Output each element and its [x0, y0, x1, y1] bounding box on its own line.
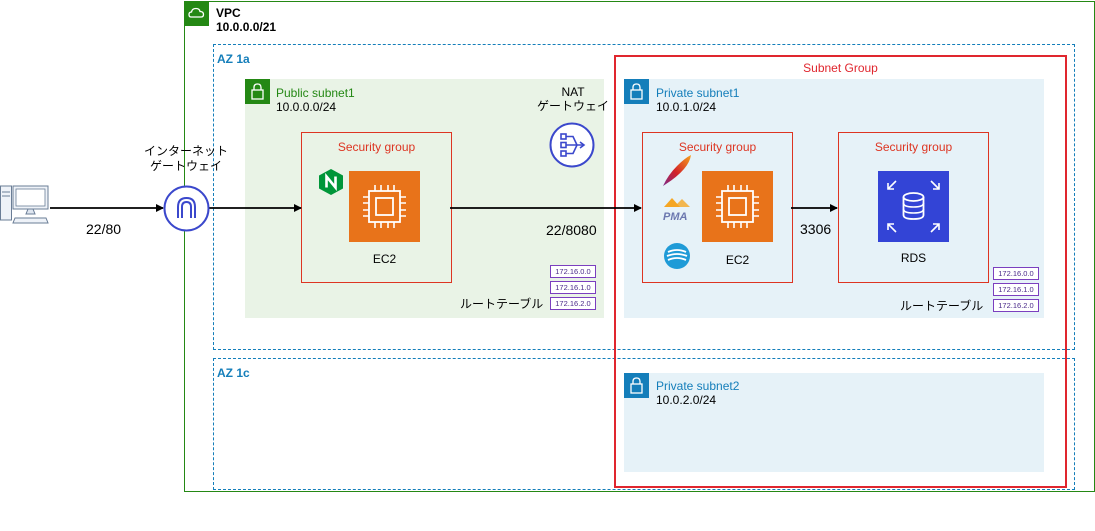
public-subnet-name: Public subnet1	[276, 86, 355, 100]
ec2-private-label: EC2	[725, 253, 750, 267]
route-entry: 172.16.2.0	[993, 299, 1039, 312]
route-entry: 172.16.0.0	[550, 265, 596, 278]
public-subnet-cidr: 10.0.0.0/24	[276, 100, 337, 114]
private-subnet-1-title: Private subnet1 10.0.1.0/24	[656, 86, 739, 114]
apache-feather-icon	[660, 153, 694, 192]
private-subnet-2	[624, 373, 1044, 472]
route-entry: 172.16.1.0	[993, 283, 1039, 296]
route-table-public-label: ルートテーブル	[460, 297, 544, 311]
vpc-name: VPC	[216, 6, 241, 20]
public-subnet-lock-icon	[245, 79, 270, 104]
client-computer-icon	[0, 183, 52, 234]
subnet-group-label: Subnet Group	[803, 61, 878, 75]
port-label-client: 22/80	[86, 221, 122, 237]
ec2-public-label: EC2	[372, 252, 397, 266]
private-subnet-1-lock-icon	[624, 79, 649, 104]
nat-gateway-icon	[549, 122, 595, 173]
public-subnet-title: Public subnet1 10.0.0.0/24	[276, 86, 355, 114]
private-subnet-2-name: Private subnet2	[656, 379, 740, 393]
internet-gateway-label: インターネット ゲートウェイ	[130, 144, 242, 174]
route-table-private: 172.16.0.0 172.16.1.0 172.16.2.0	[993, 267, 1039, 312]
internet-gateway-icon	[163, 185, 210, 237]
internet-gateway-label-line1: インターネット	[143, 144, 228, 158]
az-1a-boundary	[213, 44, 1075, 350]
port-label-db: 3306	[800, 221, 832, 237]
ec2-public-icon	[349, 171, 420, 247]
security-group-rds: Security group	[838, 132, 989, 283]
route-entry: 172.16.1.0	[550, 281, 596, 294]
security-group-private-ec2-label: Security group	[678, 140, 757, 154]
rds-icon	[878, 171, 949, 247]
internet-gateway-label-line2: ゲートウェイ	[149, 159, 222, 173]
vpc-cloud-icon	[184, 1, 209, 26]
vpc-cidr: 10.0.0.0/21	[216, 20, 277, 34]
private-subnet-1-name: Private subnet1	[656, 86, 740, 100]
az-1c-boundary	[213, 358, 1075, 490]
nat-gateway-label: NAT ゲートウェイ	[527, 85, 619, 113]
vpc-title: VPC 10.0.0.0/21	[216, 6, 276, 34]
public-subnet	[245, 79, 604, 318]
svg-text:PMA: PMA	[663, 211, 688, 223]
nat-gateway-label-line2: ゲートウェイ	[536, 99, 609, 113]
security-group-rds-label: Security group	[874, 140, 953, 154]
subnet-group-boundary	[614, 55, 1067, 488]
route-entry: 172.16.2.0	[550, 297, 596, 310]
nat-gateway-label-line1: NAT	[561, 85, 585, 99]
private-subnet-2-lock-icon	[624, 373, 649, 398]
mariadb-icon	[662, 241, 692, 276]
az-1a-label: AZ 1a	[217, 52, 250, 66]
az-1c-label: AZ 1c	[217, 366, 250, 380]
port-label-app: 22/8080	[546, 222, 597, 238]
route-table-private-label: ルートテーブル	[900, 299, 984, 313]
nginx-icon	[318, 168, 344, 201]
security-group-public-label: Security group	[337, 140, 416, 154]
rds-label: RDS	[900, 251, 927, 265]
ec2-private-icon	[702, 171, 773, 247]
private-subnet-2-cidr: 10.0.2.0/24	[656, 393, 717, 407]
phpmyadmin-icon: PMA	[660, 196, 694, 229]
private-subnet-1	[624, 79, 1044, 318]
route-entry: 172.16.0.0	[993, 267, 1039, 280]
private-subnet-1-cidr: 10.0.1.0/24	[656, 100, 717, 114]
route-table-public: 172.16.0.0 172.16.1.0 172.16.2.0	[550, 265, 596, 310]
private-subnet-2-title: Private subnet2 10.0.2.0/24	[656, 379, 739, 407]
